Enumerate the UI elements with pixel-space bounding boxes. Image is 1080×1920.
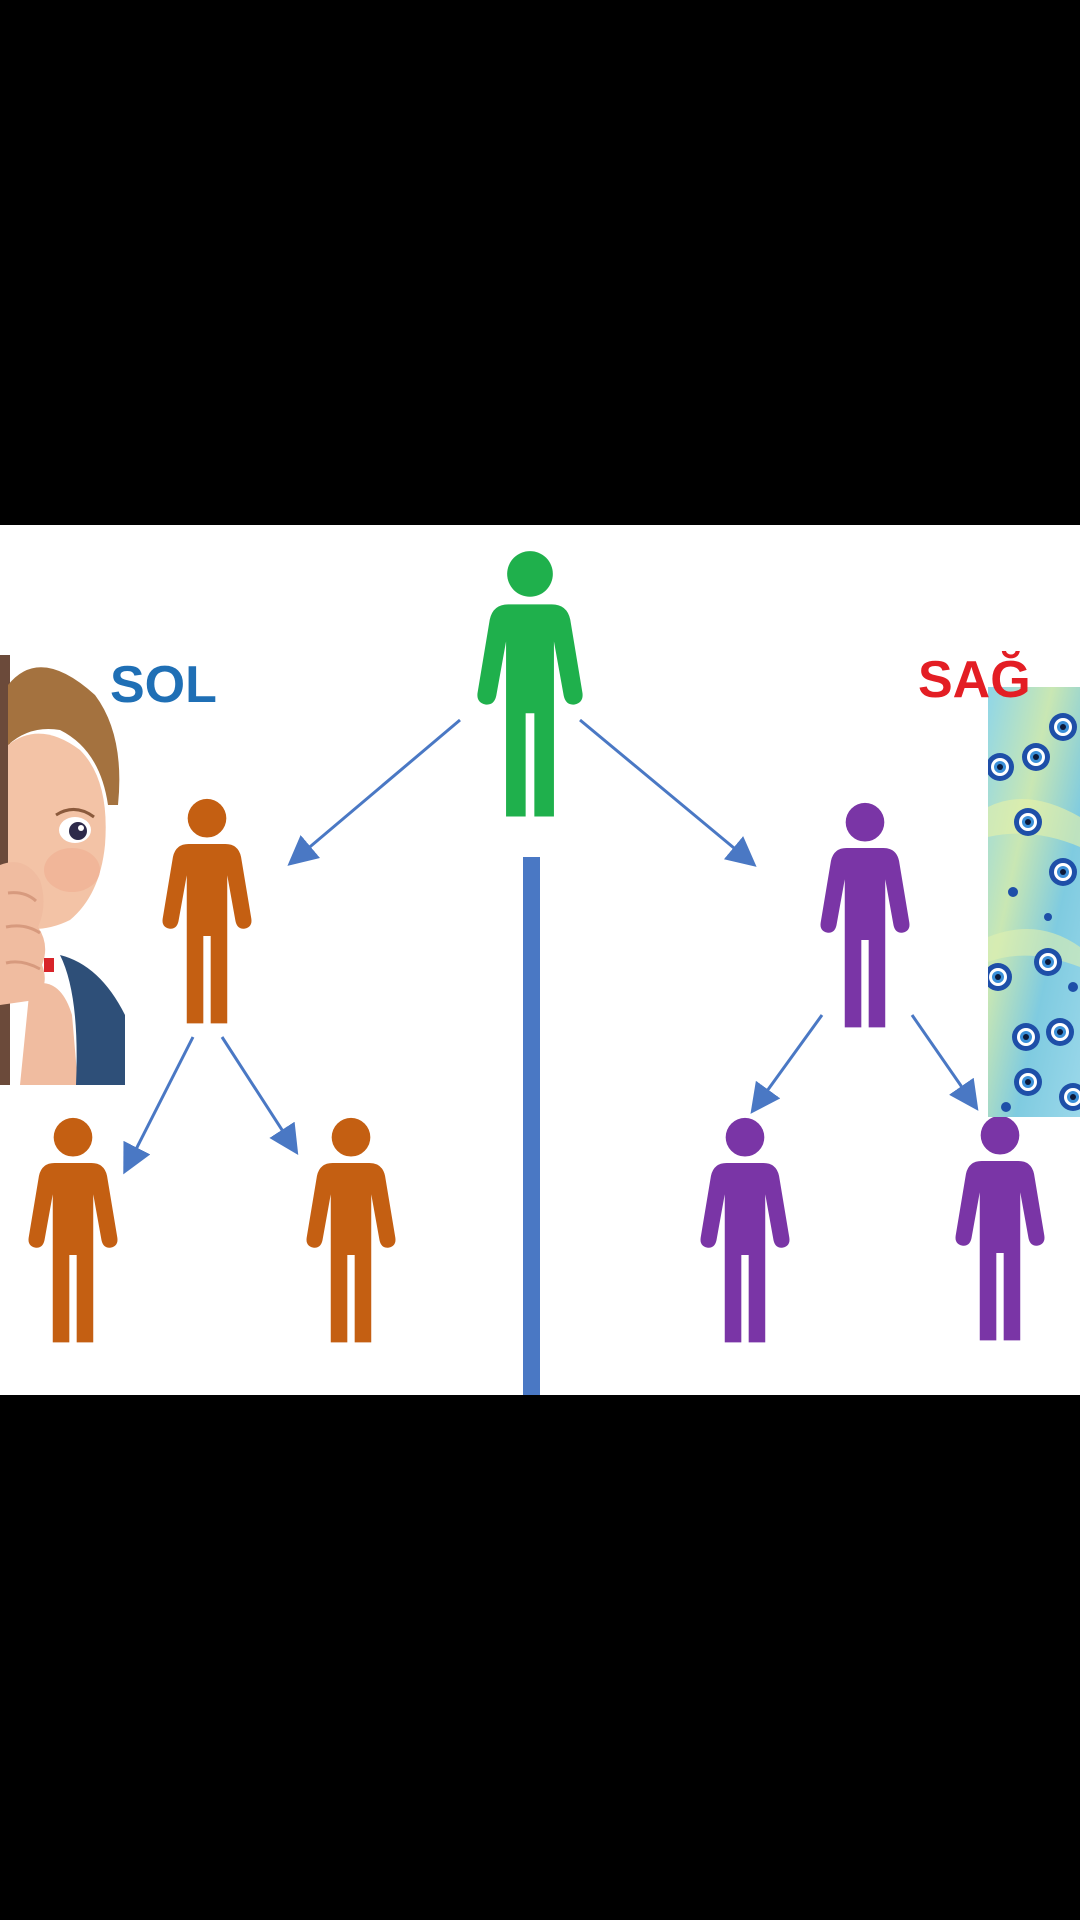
- arrow-icon: [910, 1014, 979, 1111]
- arrow-icon: [220, 1036, 299, 1156]
- arrow-icon: [123, 1036, 195, 1175]
- label-left: SOL: [110, 656, 217, 714]
- person-icon: [477, 551, 583, 817]
- person-icon: [820, 802, 910, 1028]
- evil-eye-beads-photo: [988, 687, 1080, 1117]
- diagram-frame: SOL SAĞ: [0, 525, 1080, 1395]
- person-icon: [162, 798, 252, 1024]
- person-icon: [306, 1117, 396, 1343]
- center-divider: [523, 857, 540, 1395]
- arrow-icon: [579, 718, 757, 867]
- person-icon: [955, 1115, 1045, 1341]
- arrow-icon: [287, 718, 461, 866]
- peeking-child-photo: [0, 655, 125, 1085]
- person-icon: [700, 1117, 790, 1343]
- person-icon: [28, 1117, 118, 1343]
- family-tree-diagram: [28, 551, 1045, 1395]
- arrow-icon: [750, 1014, 824, 1114]
- label-right: SAĞ: [918, 651, 1031, 709]
